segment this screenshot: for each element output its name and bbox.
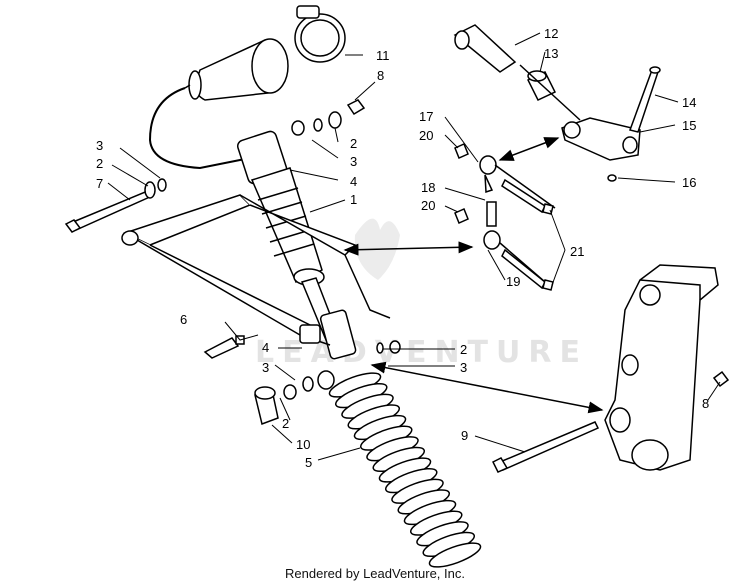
spindle (604, 264, 719, 471)
rod-end-19 (483, 201, 546, 283)
connection-arrows (343, 137, 604, 414)
rod-end-17 (479, 155, 556, 209)
callout-4b: 4 (262, 340, 269, 355)
callout-2c: 2 (460, 342, 467, 357)
adjuster-knob-12 (453, 24, 517, 73)
callout-12: 12 (544, 26, 558, 41)
callout-6: 6 (180, 312, 187, 327)
nuts-20 (454, 142, 469, 225)
callout-2d: 2 (282, 416, 289, 431)
callout-14: 14 (682, 95, 696, 110)
callout-15: 15 (682, 118, 696, 133)
shock-absorber (236, 130, 357, 360)
callout-4a: 4 (350, 174, 357, 189)
callout-10: 10 (296, 437, 310, 452)
callout-3a: 3 (350, 154, 357, 169)
callout-7: 7 (96, 176, 103, 191)
callout-8b: 8 (702, 396, 709, 411)
callout-13: 13 (544, 46, 558, 61)
bolt-7 (64, 188, 153, 233)
callout-3c: 3 (262, 360, 269, 375)
reservoir-clamp (294, 5, 346, 63)
callout-labels: 11 8 2 3 4 1 3 2 7 6 4 3 2 3 2 10 5 9 8 … (96, 26, 709, 470)
washers-and-nuts (144, 99, 730, 400)
callout-20a: 20 (419, 128, 433, 143)
callout-18: 18 (421, 180, 435, 195)
callout-8a: 8 (377, 68, 384, 83)
callout-19: 19 (506, 274, 520, 289)
bushing-10 (254, 386, 279, 425)
callout-5: 5 (305, 455, 312, 470)
callout-3b: 3 (96, 138, 103, 153)
bolt-9 (491, 421, 600, 473)
callout-3d: 3 (460, 360, 467, 375)
leader-lines (107, 32, 721, 461)
callout-17: 17 (419, 109, 433, 124)
lever-bracket-15 (519, 64, 641, 161)
bolt-14 (629, 66, 661, 133)
a-arm (121, 194, 391, 346)
footer-credit: Rendered by LeadVenture, Inc. (285, 566, 465, 581)
callout-11: 11 (376, 48, 390, 63)
callout-9: 9 (461, 428, 468, 443)
grease-fitting-6 (203, 335, 245, 359)
clip-16 (607, 174, 617, 182)
spring-coil (428, 542, 482, 568)
callout-21: 21 (570, 244, 584, 259)
callout-2b: 2 (96, 156, 103, 171)
callout-20b: 20 (421, 198, 435, 213)
callout-16: 16 (682, 175, 696, 190)
spring-coils (328, 372, 482, 568)
callout-1: 1 (350, 192, 357, 207)
shock-reservoir (148, 38, 289, 170)
callout-2a: 2 (350, 136, 357, 151)
